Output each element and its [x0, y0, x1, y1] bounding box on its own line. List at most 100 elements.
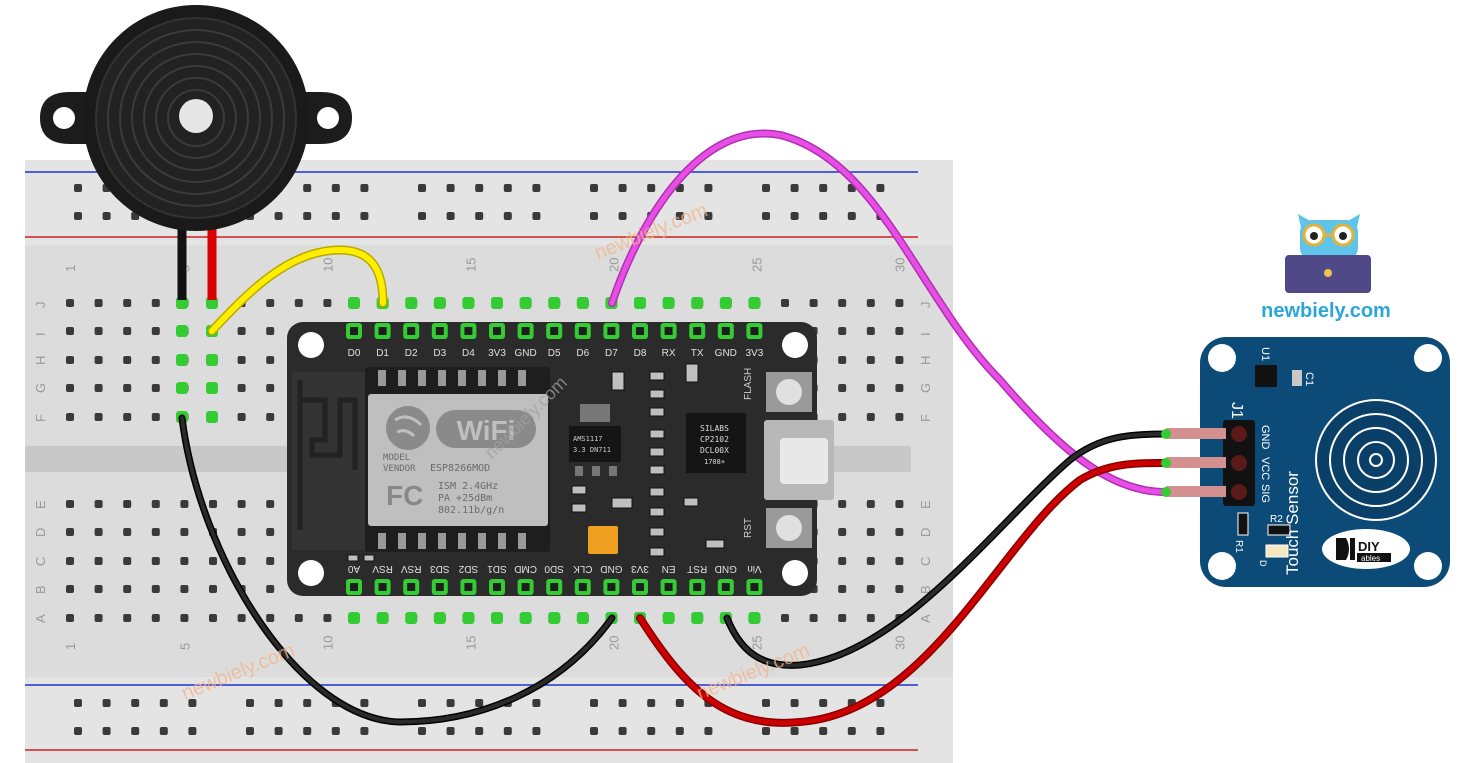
breadboard-hole	[180, 585, 189, 593]
row-letter: C	[33, 557, 48, 566]
board-pin-headers	[346, 297, 763, 624]
top-header-pin-hole	[750, 327, 759, 335]
breadboard-hole	[895, 500, 904, 508]
bottom-row-connected-hole	[548, 612, 561, 624]
column-number: 10	[320, 636, 335, 650]
rail-hole	[762, 699, 770, 707]
esp-module-pads	[378, 370, 526, 549]
top-pin-label: TX	[691, 348, 704, 359]
pin-label-vcc: VCC	[1259, 457, 1271, 480]
rail-hole	[246, 727, 254, 735]
smd-component	[611, 497, 633, 509]
top-header-pin-hole	[350, 327, 358, 335]
rail-hole	[503, 727, 512, 735]
logo-text: newbiely.com	[1261, 300, 1391, 322]
breadboard-hole	[895, 557, 904, 565]
column-number: 25	[749, 258, 764, 272]
rail-hole	[647, 699, 656, 707]
bottom-row-connected-hole	[691, 612, 704, 624]
breadboard-hole	[94, 500, 103, 508]
breadboard-hole	[838, 614, 847, 622]
wires	[178, 129, 1171, 727]
breadboard-hole	[209, 585, 217, 593]
breadboard-hole	[123, 356, 132, 364]
rail-hole	[618, 184, 627, 192]
esp-pad	[438, 533, 446, 549]
rail-hole	[303, 184, 312, 192]
breadboard-hole	[151, 327, 160, 335]
bottom-pin-label: SD3	[430, 563, 450, 574]
breadboard-hole	[866, 614, 875, 622]
breadboard-hole	[123, 327, 132, 335]
rail-hole	[790, 212, 799, 220]
rail-hole	[647, 184, 656, 192]
breadboard-hole	[895, 585, 904, 593]
breadboard-hole	[895, 384, 904, 392]
bottom-pin-label: RSV	[401, 563, 422, 574]
breadboard-hole	[66, 500, 74, 508]
wifi-logo-text: WiFi	[457, 415, 516, 446]
rail-hole	[446, 727, 455, 735]
rail-hole	[102, 699, 111, 707]
breadboard-hole	[838, 299, 847, 307]
top-row-connected-hole	[634, 297, 646, 309]
rail-hole	[876, 699, 885, 707]
bottom-header-pin-hole	[350, 583, 358, 591]
breadboard-hole	[266, 500, 275, 508]
breadboard-hole	[180, 500, 189, 508]
c1-label: C1	[1303, 372, 1315, 386]
rail-hole	[590, 699, 598, 707]
breadboard-hole	[838, 356, 847, 364]
bottom-row-connected-hole	[462, 612, 475, 624]
bottom-pin-label: SD2	[458, 563, 478, 574]
rail-hole	[246, 699, 254, 707]
rail-hole	[532, 212, 541, 220]
rail-hole	[675, 699, 684, 707]
top-header-pin-hole	[378, 327, 387, 335]
rail-hole	[819, 184, 828, 192]
breadboard-hole	[123, 500, 132, 508]
breadboard-hole	[266, 299, 275, 307]
rail-hole	[74, 699, 82, 707]
esp-pad	[478, 533, 486, 549]
rail-hole	[819, 727, 828, 735]
breadboard-hole	[209, 614, 217, 622]
rail-hole	[446, 699, 455, 707]
breadboard-hole	[151, 557, 160, 565]
rail-hole	[532, 699, 541, 707]
breadboard-hole	[123, 413, 132, 421]
bottom-header-pin-hole	[407, 583, 416, 591]
rail-hole	[503, 212, 512, 220]
rail-hole	[360, 184, 369, 192]
rail-hole	[618, 699, 627, 707]
breadboard-hole	[838, 528, 847, 536]
top-row-connected-hole	[719, 297, 732, 309]
usb-chip-line-1: SILABS	[700, 424, 729, 433]
rail-hole	[475, 727, 484, 735]
bottom-header-pin-hole	[578, 583, 587, 591]
breadboard-hole	[151, 356, 160, 364]
top-pin-label: D1	[376, 348, 389, 359]
bottom-pin-label: CLK	[573, 563, 593, 574]
breadboard-hole	[237, 413, 246, 421]
sensor-ic	[1255, 365, 1277, 387]
row-letter: J	[918, 302, 933, 309]
breadboard-hole	[838, 500, 847, 508]
breadboard-hole	[838, 585, 847, 593]
usb-uart-chip	[686, 413, 746, 473]
rail-hole	[618, 212, 627, 220]
column-number: 20	[606, 258, 621, 272]
column-number: 1	[63, 265, 78, 272]
esp-pad	[378, 533, 386, 549]
rail-hole	[418, 699, 426, 707]
top-header-pin-hole	[693, 327, 702, 335]
bottom-row-connected-hole	[376, 612, 389, 624]
top-header-pin-hole	[550, 327, 559, 335]
breadboard-hole	[237, 528, 246, 536]
smd-component	[649, 547, 665, 557]
rail-hole	[876, 184, 885, 192]
bottom-header-pin-hole	[721, 583, 730, 591]
breadboard-hole	[323, 614, 332, 622]
module-line-name: ESP8266MOD	[430, 463, 490, 474]
column-number: 15	[463, 636, 478, 650]
